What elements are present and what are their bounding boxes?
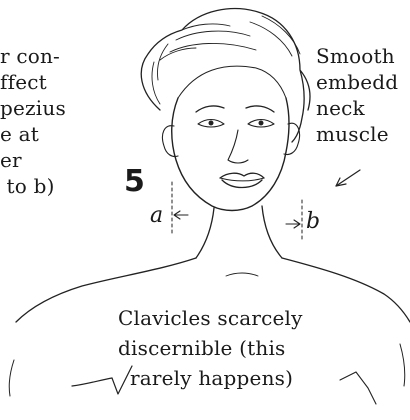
bottom-caption-line-2: discernible (this [118, 336, 286, 360]
figure-number: 5 [124, 166, 145, 198]
right-pupil [259, 121, 264, 126]
hair-strands [152, 16, 300, 104]
arm-hint-right [400, 344, 405, 386]
right-caption-line-3: neck [316, 96, 365, 120]
upper-lip [220, 173, 264, 178]
marker-a-arrow [174, 211, 188, 219]
bottom-caption-line-1: Clavicles scarcely [118, 306, 303, 330]
mouth-line [220, 178, 264, 181]
marker-a-label: a [150, 204, 163, 228]
caption-check-right [340, 372, 376, 404]
left-caption-line-5: er [0, 148, 22, 172]
arm-hint-left [9, 360, 14, 396]
left-caption-line-1: r con- [0, 44, 60, 68]
right-caption-line-4: muscle [316, 122, 389, 146]
left-pupil [209, 121, 214, 126]
marker-b-label: b [306, 210, 320, 234]
left-caption-line-2: ffect [0, 70, 47, 94]
right-caption-line-2: embedd [316, 70, 398, 94]
nose [228, 130, 248, 163]
neck-right [262, 206, 282, 258]
left-caption-line-4: e at [0, 122, 39, 146]
suprasternal-mark [226, 273, 258, 276]
left-eyebrow [196, 106, 224, 112]
right-eyebrow [246, 106, 274, 112]
caption-check-left [72, 366, 132, 394]
left-ear [162, 126, 178, 157]
left-caption-line-3: pezius [0, 96, 66, 120]
neck-left [196, 208, 214, 258]
bottom-caption-line-3: rarely happens) [130, 366, 293, 390]
left-caption-line-6: to b) [0, 174, 55, 198]
right-caption-line-1: Smooth [316, 44, 395, 68]
hair-outline [141, 9, 310, 142]
marker-b-arrow [286, 220, 300, 228]
hairline [178, 66, 286, 98]
